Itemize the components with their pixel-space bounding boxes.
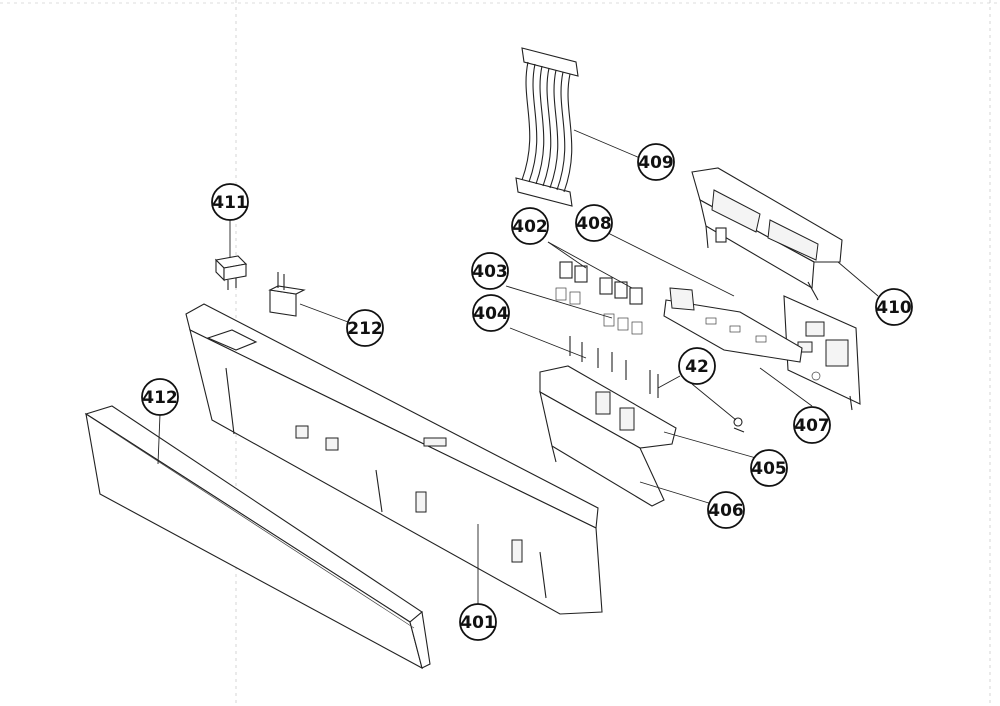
callout-410: 410	[875, 288, 913, 326]
callout-label: 404	[473, 304, 509, 324]
switch-212	[268, 272, 306, 317]
callout-label: 42	[685, 357, 709, 377]
springs-403	[555, 287, 643, 335]
light-pipes-404	[569, 336, 659, 398]
callout-label: 406	[708, 501, 744, 521]
screw-42	[733, 417, 745, 433]
callout-412: 412	[141, 378, 179, 416]
callout-label: 411	[212, 193, 248, 213]
callout-408: 408	[575, 204, 613, 242]
callout-label: 410	[876, 298, 912, 318]
push-buttons-402	[559, 261, 643, 305]
callout-404: 404	[472, 294, 510, 332]
callout-label: 401	[460, 613, 496, 633]
callout-411: 411	[211, 183, 249, 221]
callout-label: 409	[638, 153, 674, 173]
callout-label: 407	[794, 416, 830, 436]
callout-label: 405	[751, 459, 787, 479]
callout-402: 402	[511, 207, 549, 245]
callout-409: 409	[637, 143, 675, 181]
callout-label: 402	[512, 217, 548, 237]
callout-label: 212	[347, 319, 383, 339]
leader-lines	[157, 129, 879, 604]
callout-406: 406	[707, 491, 745, 529]
frame-406	[539, 365, 677, 507]
control-board-408	[663, 287, 803, 363]
front-panel-412	[84, 405, 431, 670]
callout-401: 401	[459, 603, 497, 641]
callout-42: 42	[678, 347, 716, 385]
callout-403: 403	[471, 252, 509, 290]
callout-407: 407	[793, 406, 831, 444]
callout-label: 408	[576, 214, 612, 234]
callout-212: 212	[346, 309, 384, 347]
bracket-410	[691, 167, 843, 301]
callout-405: 405	[750, 449, 788, 487]
circuit-board-407	[783, 295, 861, 411]
callout-label: 403	[472, 262, 508, 282]
control-panel-401	[185, 303, 603, 615]
knob-411	[214, 255, 248, 290]
callout-label: 412	[142, 388, 178, 408]
wire-harness-409	[515, 47, 579, 207]
